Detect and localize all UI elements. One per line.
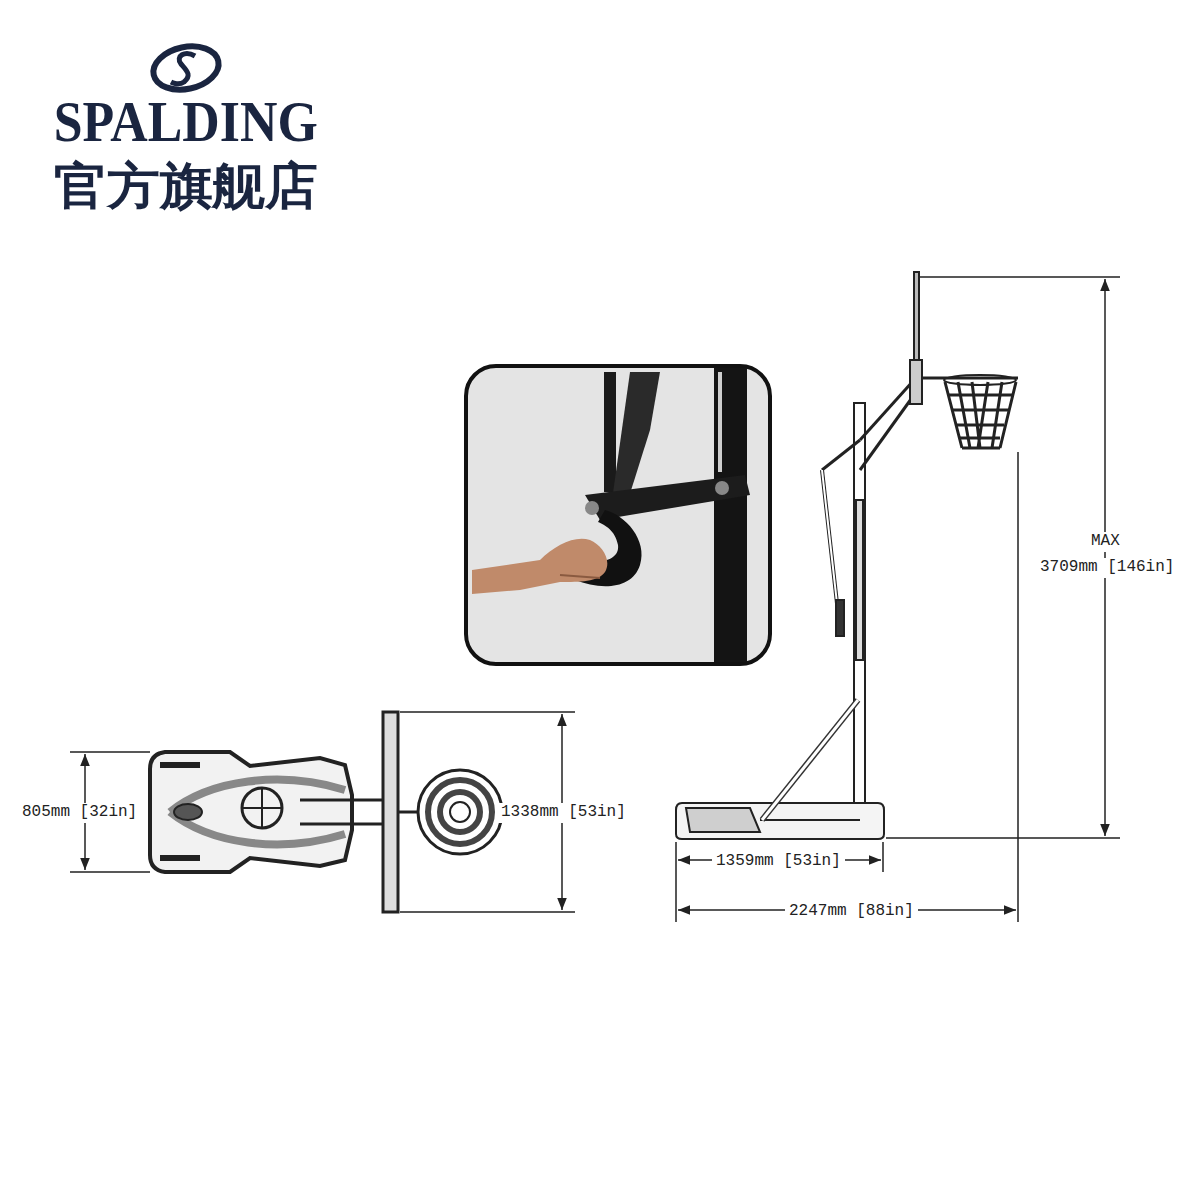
dimension-label-holder: 805mm [32in]	[18, 802, 141, 823]
dimension-label: 1338mm [53in]	[497, 803, 630, 823]
dimension-label: 3709mm [146in]	[1036, 558, 1178, 578]
brand-logo: SPALDING	[54, 90, 318, 154]
dimension-label-holder: 2247mm [88in]	[785, 901, 918, 922]
dimension-label-holder: MAX	[1087, 531, 1124, 552]
dimension-label-holder: 1338mm [53in]	[497, 802, 630, 823]
brand-logo-holder: SPALDING	[38, 90, 333, 154]
dimension-label: 2247mm [88in]	[785, 902, 918, 922]
dimension-lines	[70, 277, 1120, 922]
store-name: 官方旗舰店	[54, 159, 318, 214]
side-view	[676, 272, 1018, 839]
dimension-label: 1359mm [53in]	[712, 852, 845, 872]
dimension-label-holder: 1359mm [53in]	[712, 851, 845, 872]
logo-mark	[149, 41, 222, 96]
top-view	[150, 712, 502, 912]
dimension-label: 805mm [32in]	[18, 803, 141, 823]
dimension-label: MAX	[1087, 532, 1124, 552]
detail-photo	[466, 366, 770, 664]
store-name-holder: 官方旗舰店	[61, 159, 311, 214]
dimension-label-holder: 3709mm [146in]	[1036, 557, 1178, 578]
